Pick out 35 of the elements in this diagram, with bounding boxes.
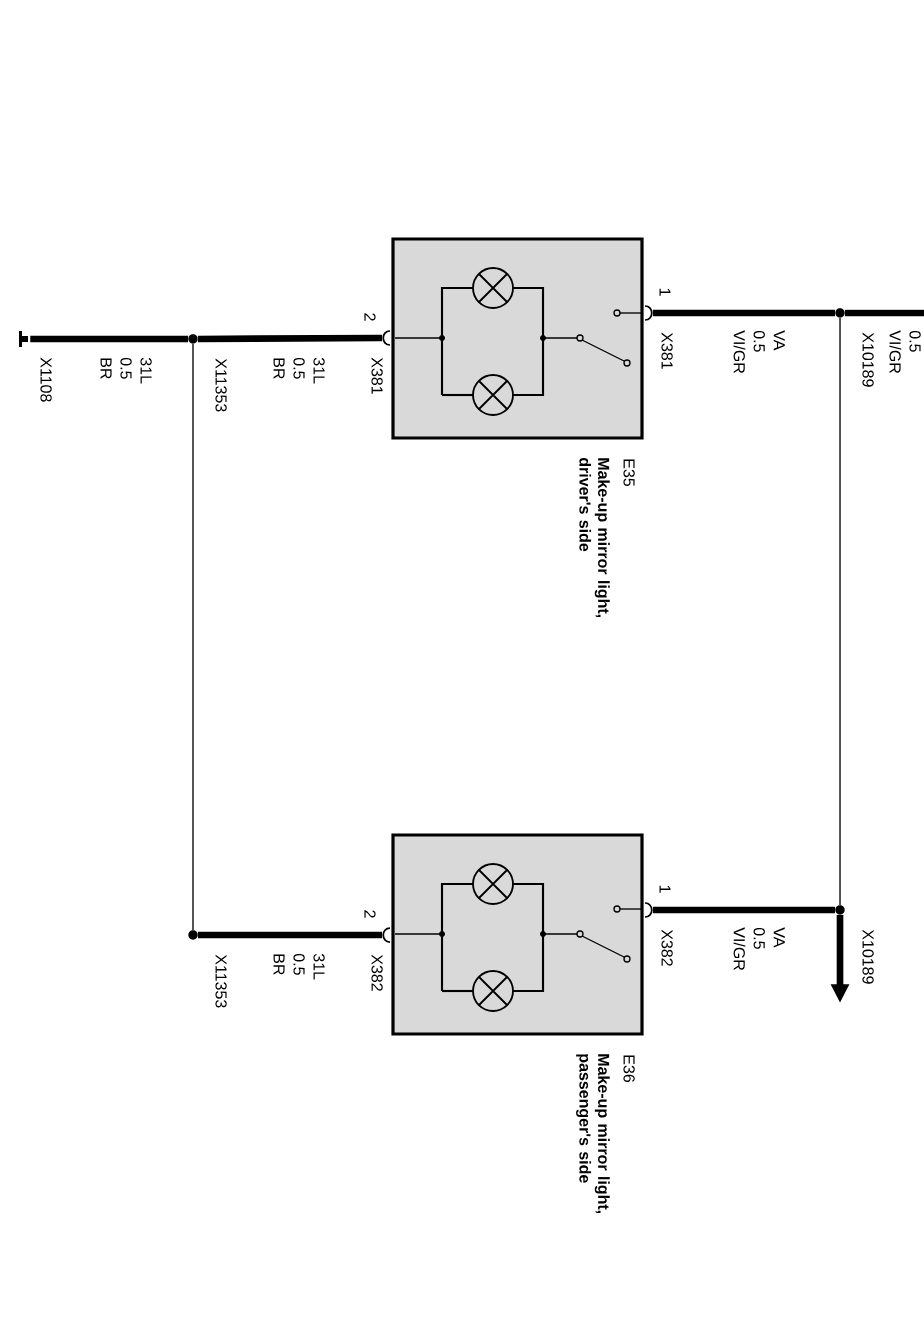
wire-label: 0.5 VI/GR [889,330,921,374]
wire [839,317,841,906]
component-description: Make-up mirror light, driver's side [579,457,610,618]
wire-label: VA 0.5 VI/GR [733,927,785,971]
pin-number: 1 [659,885,671,893]
wire [652,309,836,317]
wire-label: 31L 0.5 BR [100,357,152,384]
wire [197,334,383,343]
wire-label: VA 0.5 VI/GR [733,330,785,374]
pin-number: 2 [364,910,376,918]
splice-label: X11353 [215,954,227,1008]
connector-label: X382 [371,954,383,991]
connector-symbol [644,305,653,321]
wire-label: 31L 0.5 BR [273,953,325,980]
connector-label: X381 [371,357,383,394]
wire [652,906,836,914]
connector-symbol [644,902,653,918]
connector-symbol [382,927,391,943]
component-id: E35 [623,459,635,487]
connector-symbol [382,330,391,346]
wire-label: 31L 0.5 BR [273,357,325,384]
wire [844,309,924,317]
pin-number: 1 [659,288,671,296]
connector-label: X381 [661,332,673,369]
splice-label: X10189 [862,332,874,387]
wire [192,343,194,931]
splice-label: X11353 [215,358,227,412]
ground-label: X1108 [40,357,52,402]
connector-label: X382 [661,929,673,966]
component-description: Make-up mirror light, passenger's side [576,1054,610,1214]
splice-label: X10189 [862,929,874,984]
wire [197,931,383,939]
pin-number: 2 [364,313,376,321]
ground-symbol [19,331,28,347]
component-id: E36 [623,1055,635,1083]
